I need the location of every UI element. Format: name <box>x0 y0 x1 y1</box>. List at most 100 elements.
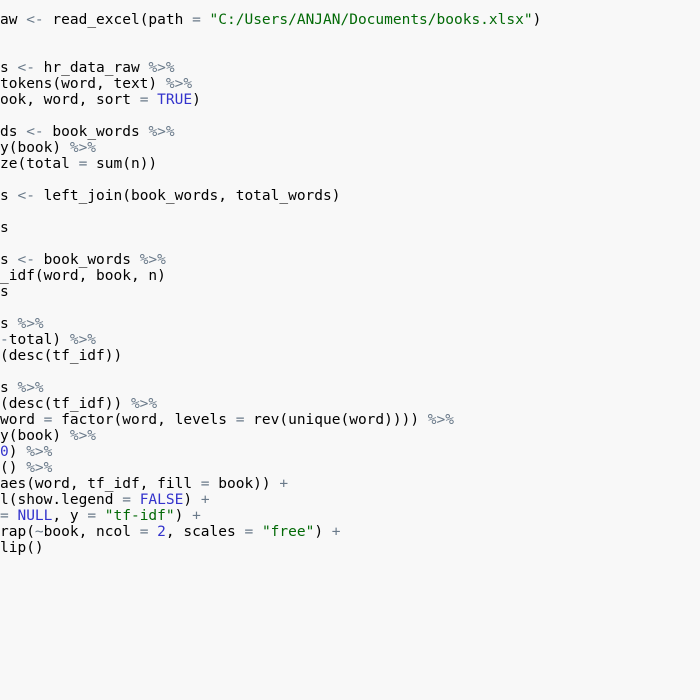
code-line[interactable]: s <- left_join(book_words, total_words) <box>0 188 541 204</box>
code-line[interactable] <box>0 236 541 252</box>
code-token: (desc(tf_idf)) <box>0 348 123 364</box>
operator-token: <- <box>17 60 35 76</box>
code-token: aw <box>0 12 27 28</box>
code-token: word <box>0 412 44 428</box>
operator-token: %>% <box>148 60 175 76</box>
code-line[interactable]: (desc(tf_idf)) %>% <box>0 396 541 412</box>
operator-token: = <box>0 508 9 524</box>
operator-token: = <box>139 524 149 540</box>
operator-token: <- <box>26 124 44 140</box>
code-line[interactable]: = NULL, y = "tf-idf") + <box>0 508 541 524</box>
code-token: lip() <box>0 540 44 556</box>
code-line[interactable]: 0) %>% <box>0 444 541 460</box>
operator-token: = <box>139 92 149 108</box>
code-line[interactable]: word = factor(word, levels = rev(unique(… <box>0 412 541 428</box>
code-token: book, ncol <box>43 524 140 540</box>
operator-token: <- <box>17 188 35 204</box>
code-line[interactable]: ze(total = sum(n)) <box>0 156 541 172</box>
code-line[interactable]: s <- hr_data_raw %>% <box>0 60 541 76</box>
code-token: , y <box>52 508 88 524</box>
code-line[interactable]: s %>% <box>0 316 541 332</box>
operator-token: %>% <box>26 460 53 476</box>
constant-token: 0 <box>0 444 9 460</box>
code-token: total) <box>8 332 70 348</box>
code-token <box>148 92 157 108</box>
code-token: rev(unique(word)))) <box>244 412 428 428</box>
code-line[interactable]: rap(~book, ncol = 2, scales = "free") + <box>0 524 541 540</box>
code-line[interactable]: (desc(tf_idf)) <box>0 348 541 364</box>
code-token: s <box>0 60 18 76</box>
code-line[interactable] <box>0 364 541 380</box>
code-line[interactable]: y(book) %>% <box>0 428 541 444</box>
code-token: l(show.legend <box>0 492 123 508</box>
operator-token: = <box>192 12 201 28</box>
operator-token: + <box>279 476 289 492</box>
code-token: s <box>0 284 9 300</box>
code-token: ds <box>0 124 27 140</box>
code-token: _idf(word, book, n) <box>0 268 166 284</box>
code-line[interactable]: -total) %>% <box>0 332 541 348</box>
code-token: factor(word, levels <box>52 412 236 428</box>
code-line[interactable] <box>0 204 541 220</box>
code-token: s <box>0 316 18 332</box>
operator-token: + <box>331 524 341 540</box>
code-line[interactable]: () %>% <box>0 460 541 476</box>
operator-token: %>% <box>139 252 166 268</box>
operator-token: %>% <box>17 316 44 332</box>
code-token: ) <box>174 508 193 524</box>
constant-token: 2 <box>157 524 166 540</box>
constant-token: FALSE <box>139 492 184 508</box>
code-line[interactable]: lip() <box>0 540 541 556</box>
code-line[interactable]: s <box>0 284 541 300</box>
code-line[interactable] <box>0 108 541 124</box>
code-line[interactable]: y(book) %>% <box>0 140 541 156</box>
code-line[interactable] <box>0 44 541 60</box>
code-line[interactable]: aw <- read_excel(path = "C:/Users/ANJAN/… <box>0 12 541 28</box>
code-token: ) <box>532 12 542 28</box>
code-line[interactable]: tokens(word, text) %>% <box>0 76 541 92</box>
code-token: ze(total <box>0 156 79 172</box>
code-token: book_words <box>43 124 149 140</box>
operator-token: = <box>87 508 97 524</box>
constant-token: NULL <box>17 508 53 524</box>
code-token: s <box>0 188 18 204</box>
code-token <box>148 524 157 540</box>
operator-token: %>% <box>69 140 97 156</box>
operator-token: %>% <box>26 444 53 460</box>
code-line[interactable]: s <- book_words %>% <box>0 252 541 268</box>
code-line[interactable]: l(show.legend = FALSE) + <box>0 492 541 508</box>
code-line[interactable]: ook, word, sort = TRUE) <box>0 92 541 108</box>
code-token: hr_data_raw <box>34 60 149 76</box>
code-line[interactable] <box>0 28 541 44</box>
code-line[interactable] <box>0 172 541 188</box>
code-token: s <box>0 380 18 396</box>
code-line[interactable] <box>0 300 541 316</box>
operator-token: = <box>43 412 53 428</box>
operator-token: %>% <box>69 332 97 348</box>
string-token: "C:/Users/ANJAN/Documents/books.xlsx" <box>209 12 533 28</box>
operator-token: %>% <box>69 428 97 444</box>
code-token: s <box>0 252 18 268</box>
operator-token: = <box>78 156 88 172</box>
code-token: ook, word, sort <box>0 92 140 108</box>
code-line[interactable]: ds <- book_words %>% <box>0 124 541 140</box>
code-token: sum(n)) <box>87 156 158 172</box>
code-token: y(book) <box>0 428 70 444</box>
code-token: s <box>0 220 9 236</box>
code-token <box>253 524 262 540</box>
operator-token: %>% <box>427 412 454 428</box>
code-lines[interactable]: aw <- read_excel(path = "C:/Users/ANJAN/… <box>0 12 541 556</box>
operator-token: %>% <box>165 76 193 92</box>
code-line[interactable]: _idf(word, book, n) <box>0 268 541 284</box>
code-token: aes(word, tf_idf, fill <box>0 476 201 492</box>
code-line[interactable]: aes(word, tf_idf, fill = book)) + <box>0 476 541 492</box>
operator-token: = <box>244 524 254 540</box>
code-token <box>201 12 210 28</box>
code-line[interactable]: s %>% <box>0 380 541 396</box>
code-line[interactable]: s <box>0 220 541 236</box>
code-token: book_words <box>34 252 140 268</box>
code-token: read_excel(path <box>43 12 193 28</box>
operator-token: = <box>122 492 131 508</box>
code-token: ) <box>8 444 27 460</box>
